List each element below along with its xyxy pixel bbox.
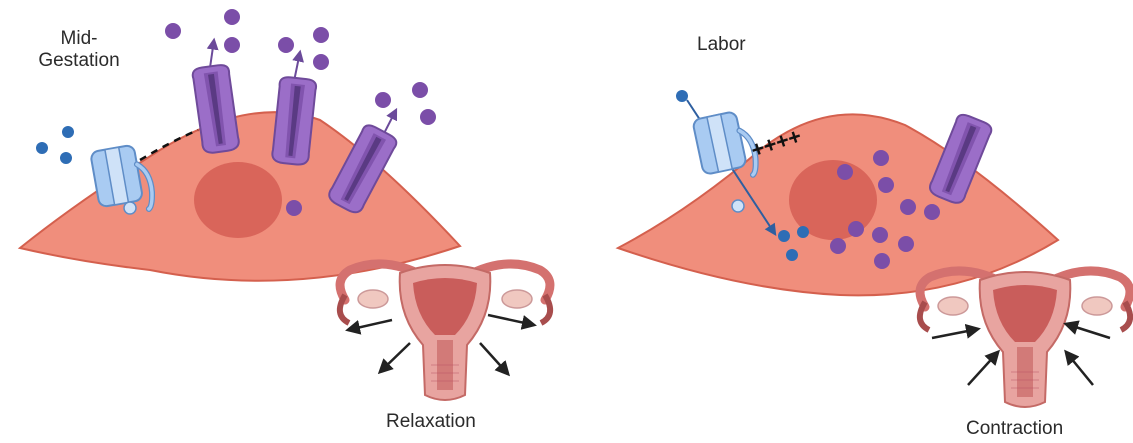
uterus-icon	[920, 271, 1130, 407]
purple-ion	[898, 236, 914, 252]
purple-ion	[900, 199, 916, 215]
contraction-label: Contraction	[966, 418, 1063, 440]
nucleus	[194, 162, 282, 238]
blue-ion	[797, 226, 809, 238]
uterus-icon	[340, 264, 550, 400]
blue-ion	[786, 249, 798, 261]
purple-ion	[286, 200, 302, 216]
blue-ion	[60, 152, 72, 164]
purple-ion	[278, 37, 294, 53]
blue-ion	[62, 126, 74, 138]
purple-ion	[873, 150, 889, 166]
arrow-icon	[1066, 352, 1093, 385]
blue-ion	[778, 230, 790, 242]
purple-ion	[874, 253, 890, 269]
purple-ion	[375, 92, 391, 108]
purple-ion	[224, 37, 240, 53]
purple-ion	[848, 221, 864, 237]
labor-label: Labor	[697, 34, 746, 56]
purple-ion	[224, 9, 240, 25]
arrow-icon	[480, 343, 508, 374]
blue-ion	[36, 142, 48, 154]
arrow-icon	[932, 329, 978, 338]
blue-ion	[676, 90, 688, 102]
arrow-icon	[380, 343, 410, 372]
purple-ion	[830, 238, 846, 254]
arrow-icon	[488, 315, 534, 325]
purple-ion	[924, 204, 940, 220]
arrow-icon	[348, 320, 392, 330]
purple-ion	[420, 109, 436, 125]
purple-ion	[313, 54, 329, 70]
purple-ion	[412, 82, 428, 98]
arrow-icon	[1066, 324, 1110, 338]
arrow-icon	[968, 352, 998, 385]
labor-panel	[618, 90, 1130, 407]
purple-ion	[165, 23, 181, 39]
purple-ion	[837, 164, 853, 180]
purple-ion	[872, 227, 888, 243]
mid-gestation-label: Mid- Gestation	[24, 28, 134, 72]
purple-ion	[878, 177, 894, 193]
relaxation-label: Relaxation	[386, 411, 476, 433]
purple-ion	[313, 27, 329, 43]
